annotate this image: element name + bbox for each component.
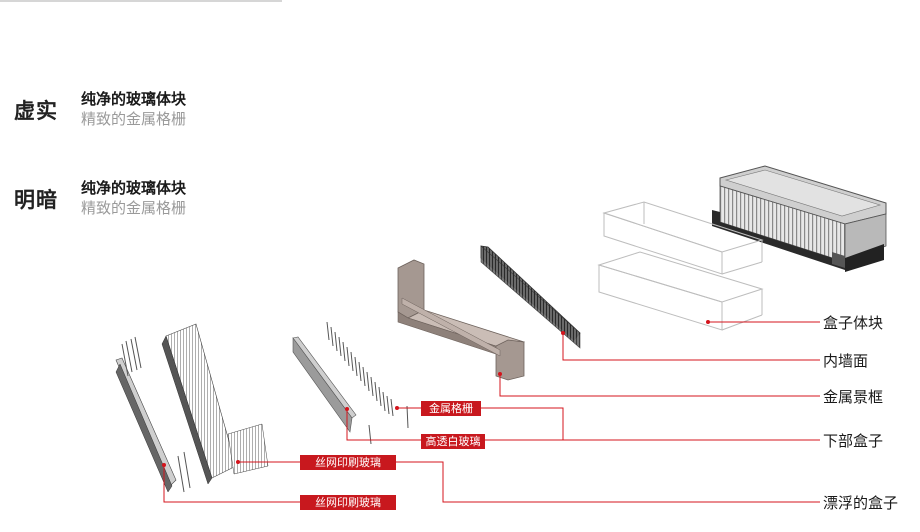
metal-frame xyxy=(397,259,526,381)
top-divider xyxy=(0,0,282,2)
legend-lower-box: 下部盒子 xyxy=(823,432,884,450)
lower-box-panels xyxy=(292,321,409,445)
leader-dots xyxy=(162,320,710,467)
box-volume-wireframe xyxy=(597,201,764,331)
legend-metal-frame: 金属景框 xyxy=(823,388,884,406)
concept-line-metal-grille: 精致的金属格栅 xyxy=(81,110,187,128)
tag-screen-printed-glass-1: 丝网印刷玻璃 xyxy=(300,455,396,470)
building-model xyxy=(712,165,887,272)
inner-wall-grille xyxy=(480,245,581,349)
concept-line-glass-volume-2: 纯净的玻璃体块 xyxy=(81,179,187,197)
concept-heading-virtual-real: 虚实 xyxy=(14,99,58,123)
legend-box-volume: 盒子体块 xyxy=(823,314,884,332)
concept-line-glass-volume: 纯净的玻璃体块 xyxy=(81,90,187,108)
tag-metal-grille: 金属格栅 xyxy=(421,401,481,416)
tag-screen-printed-glass-2: 丝网印刷玻璃 xyxy=(300,495,396,510)
tag-clear-glass: 高透白玻璃 xyxy=(421,434,485,449)
legend-floating-box: 漂浮的盒子 xyxy=(823,494,899,512)
floating-box-panels xyxy=(115,323,269,493)
concept-line-metal-grille-2: 精致的金属格栅 xyxy=(81,199,187,217)
legend-inner-wall: 内墙面 xyxy=(823,352,869,370)
concept-heading-light-dark: 明暗 xyxy=(14,188,58,212)
